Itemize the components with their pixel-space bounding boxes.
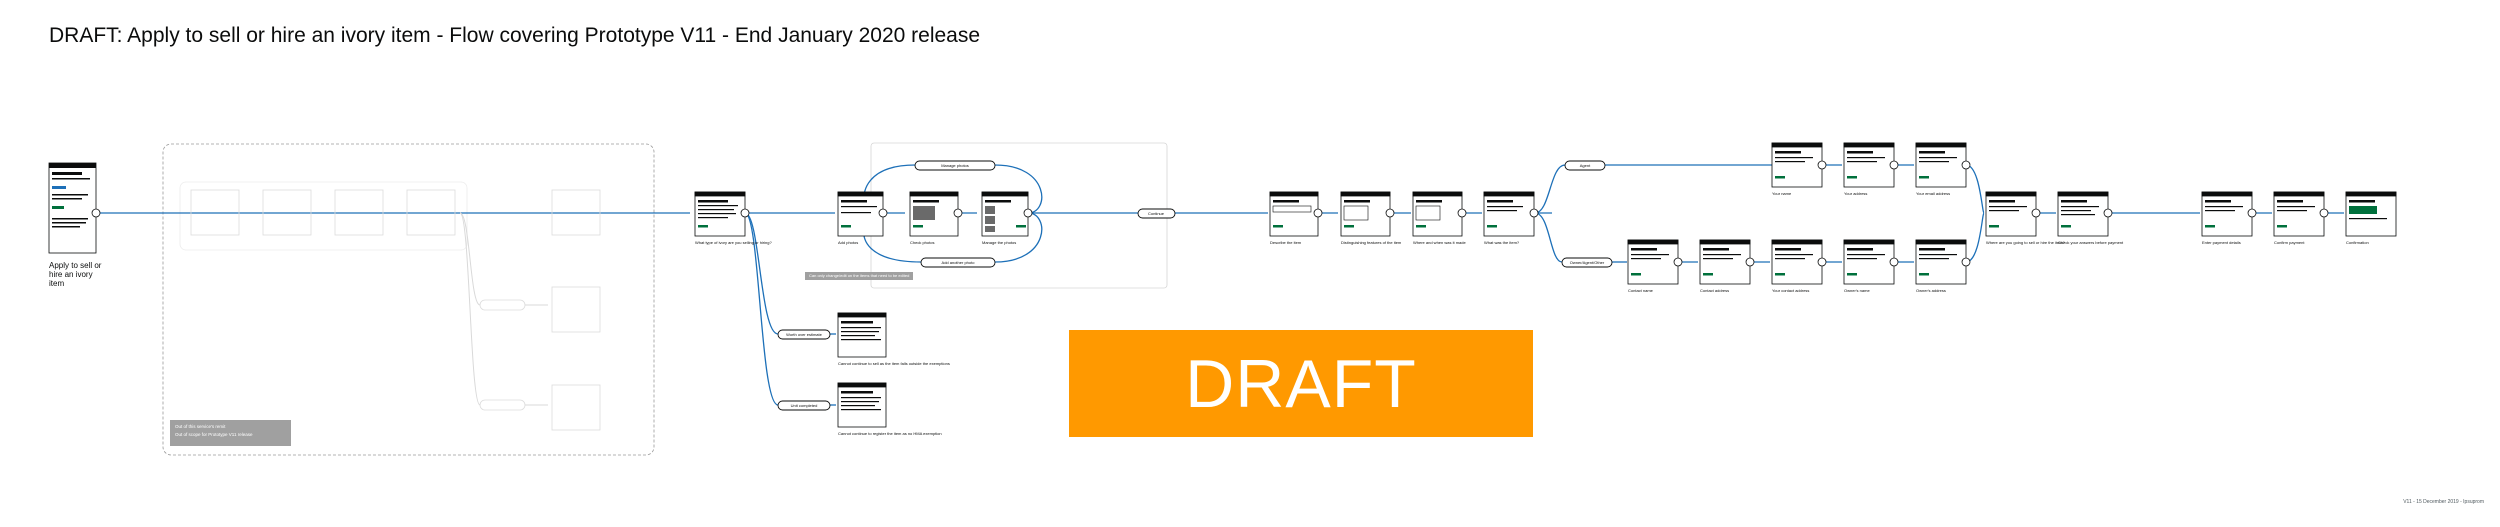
caption-check-answers: Check your answers before payment [2058,240,2124,245]
caption-distinguishing: Distinguishing features of the item [1341,240,1402,245]
caption-where-going: Where are you going to sell or hire the … [1986,240,2065,245]
decision-unit-completed: Unit completed [791,403,818,408]
out-of-scope-note-title: Out of this service's remit [175,424,226,429]
caption-cannot-a: Cannot continue to sell as the item fall… [838,361,950,366]
caption-cannot-b: Cannot continue to register the item as … [838,431,942,436]
caption-your-email: Your email address [1916,191,1950,196]
caption-check-photos: Check photos [910,240,934,245]
out-of-scope-note-sub: Out of scope for Prototype V11 release [175,432,253,437]
caption-your-name: Your name [1772,191,1792,196]
caption-manage-photos: Manage the photos [982,240,1016,245]
caption-owner-address: Owner's address [1916,288,1946,293]
decision-agent: Agent [1580,163,1591,168]
caption-add-photos: Add photos [838,240,858,245]
caption-contact-address: Contact address [1700,288,1729,293]
start-screen [48,162,97,254]
caption-what-type: What type of ivory are you selling or hi… [695,240,772,245]
decision-owner-or-other: Owner/Agent/Other [1570,260,1605,265]
caption-where-made: Where and when was it made [1413,240,1466,245]
page-title: DRAFT: Apply to sell or hire an ivory it… [49,24,981,47]
decision-worth-estimate: Worth over estimate [786,332,822,337]
out-of-scope-region [162,143,655,456]
decision-continue: Continue [1148,211,1165,216]
footer-note: V11 - 15 December 2019 - Ipsuprom [2403,499,2484,505]
decision-manage-photos: Manage photos [941,163,969,168]
start-label: Apply to sell or hire an ivory item [49,261,102,288]
caption-owner-name: Owner's name [1844,288,1870,293]
caption-your-address: Your address [1844,191,1867,196]
draft-banner-text: DRAFT [1185,345,1417,422]
caption-confirmation: Confirmation [2346,240,2369,245]
screens [694,142,2397,428]
edit-note: Can only change/edit on the items that n… [805,272,913,280]
ghost-inner-region [179,181,468,251]
caption-enter-payment: Enter payment details [2202,240,2241,245]
caption-what-age: What was the item? [1484,240,1520,245]
draft-banner: DRAFT [1069,330,1533,437]
caption-contact-name: Contact name [1628,288,1654,293]
decision-add-another: Add another photo [942,260,976,265]
caption-your-contact-email: Your contact address [1772,288,1809,293]
caption-confirm-payment: Confirm payment [2274,240,2305,245]
out-of-scope-note: Out of this service's remit Out of scope… [170,420,291,446]
caption-describe: Describe the item [1270,240,1302,245]
